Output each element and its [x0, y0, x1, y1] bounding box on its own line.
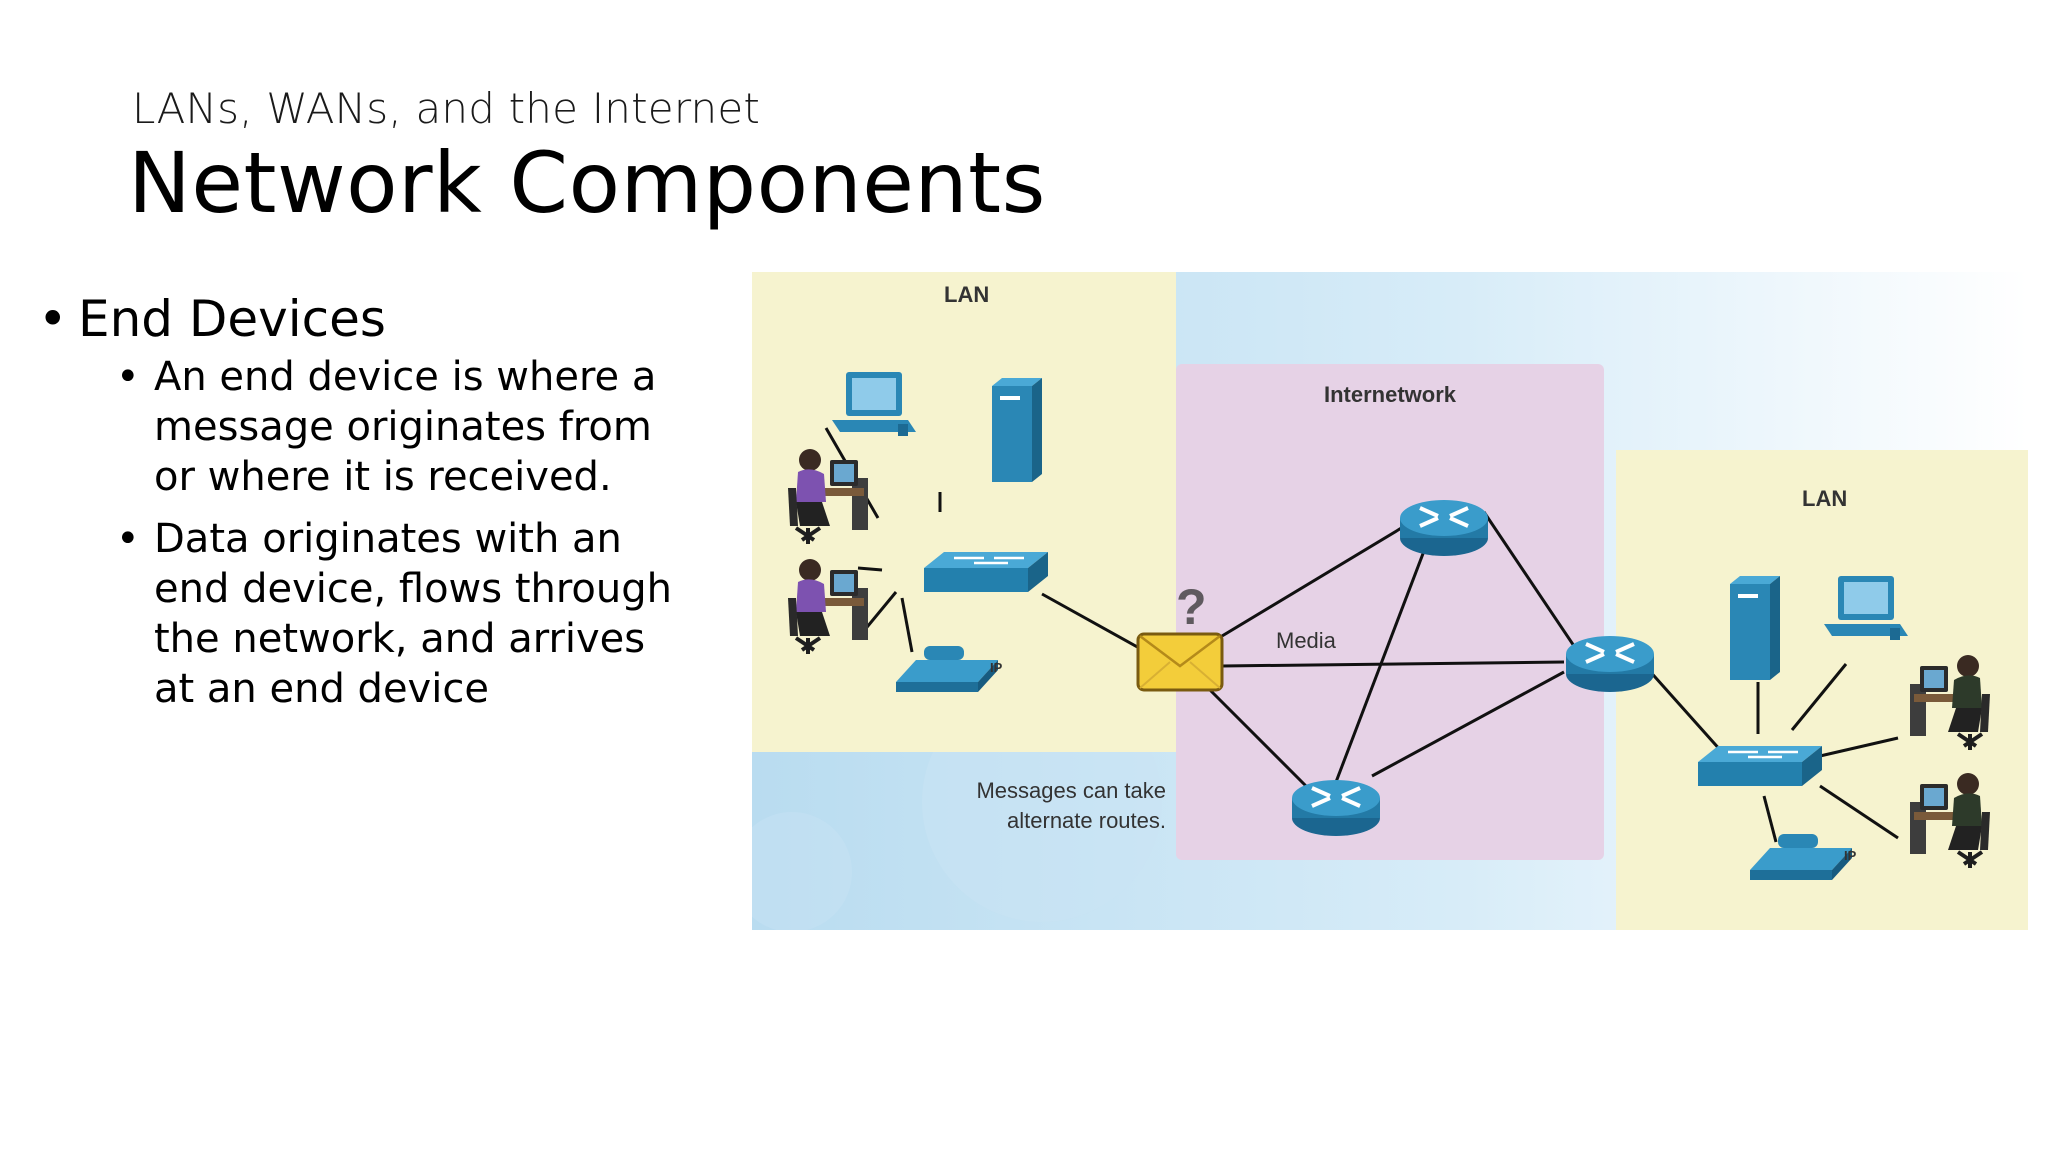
- server-icon: [992, 378, 1042, 482]
- bullet-end-devices: End Devices: [38, 288, 678, 350]
- internetwork-label: Internetwork: [1324, 382, 1457, 407]
- slide-title: Network Components: [128, 134, 1046, 232]
- question-mark: ?: [1176, 579, 1207, 635]
- switch-icon: [922, 550, 1050, 594]
- ip-phone-label: IP: [990, 660, 1003, 675]
- sub-bullet-2-text: Data originates with an end device, flow…: [154, 516, 672, 712]
- ip-phone-label: IP: [1844, 848, 1857, 863]
- sub-bullet-1: An end device is where a message origina…: [116, 352, 674, 502]
- caption-line-2: alternate routes.: [1007, 808, 1166, 833]
- message-envelope-icon: [1136, 632, 1224, 692]
- sub-bullet-2: Data originates with an end device, flow…: [116, 514, 694, 714]
- switch-icon: [1696, 744, 1824, 788]
- router-icon: [1398, 498, 1490, 558]
- lan-left-label: LAN: [944, 282, 989, 307]
- media-label: Media: [1276, 628, 1337, 653]
- sub-bullet-1-text: An end device is where a message origina…: [154, 354, 657, 500]
- internetwork-panel: [1176, 364, 1604, 860]
- server-icon: [1730, 576, 1780, 680]
- router-icon: [1564, 634, 1656, 694]
- caption-line-1: Messages can take: [976, 778, 1166, 803]
- router-icon: [1290, 778, 1382, 838]
- bullet-list: End Devices An end device is where a mes…: [38, 288, 678, 726]
- network-diagram: LAN Internetwork LAN: [752, 272, 2028, 930]
- lan-right-label: LAN: [1802, 486, 1847, 511]
- slide-subtitle: LANs, WANs, and the Internet: [132, 84, 761, 133]
